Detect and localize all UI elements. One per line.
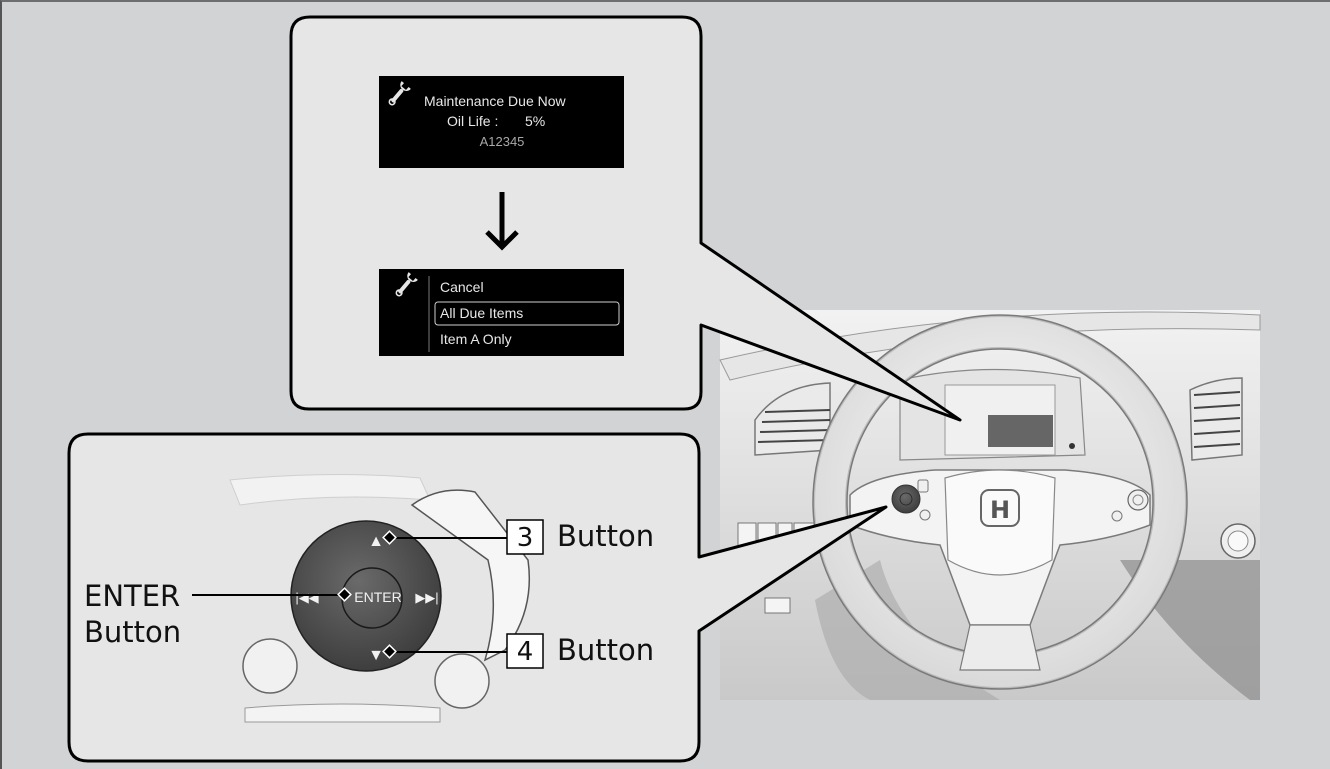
display-maintenance-due: Maintenance Due Now Oil Life : 5% A12345 <box>379 76 624 168</box>
oil-life-label: Oil Life : <box>447 113 498 129</box>
leader-lines <box>192 530 507 659</box>
oil-life-value: 5% <box>525 113 545 129</box>
lcd-screen <box>379 269 624 356</box>
wrench-icon <box>388 81 411 106</box>
down-key-box <box>506 633 544 669</box>
enter-label-line2: Button <box>84 615 181 649</box>
up-arrow-icon[interactable]: ▲ <box>368 533 384 550</box>
emblem-letter: H <box>990 496 1010 524</box>
steering-controls-closeup: ENTER ▲ ▼ |◀◀ ▶▶| <box>229 473 531 723</box>
maintenance-code: A12345 <box>480 134 525 149</box>
down-button-label: Button <box>557 633 654 667</box>
honda-emblem <box>980 489 1020 527</box>
down-arrow-icon[interactable]: ▼ <box>368 647 384 664</box>
display-reset-menu: Cancel All Due Items Item A Only <box>379 269 624 356</box>
left-air-vent <box>754 382 831 456</box>
skip-forward-icon[interactable]: ▶▶| <box>415 590 438 605</box>
callout-labels: ENTER Button 3 Button 4 Button <box>84 519 654 669</box>
down-button-marker <box>382 644 397 659</box>
lower-right-button <box>434 653 490 709</box>
up-key-box <box>506 519 544 555</box>
multi-information-display <box>988 415 1053 447</box>
up-button-marker <box>382 530 397 545</box>
lower-left-button <box>242 638 298 694</box>
engine-start-button <box>1220 523 1256 559</box>
menu-item-item-a-only[interactable]: Item A Only <box>440 331 512 347</box>
airbag-cover <box>944 469 1056 576</box>
menu-item-all-due-items[interactable]: All Due Items <box>440 305 523 321</box>
wrench-icon <box>395 272 418 297</box>
dashboard-illustration: H <box>719 310 1261 700</box>
enter-button-label: ENTER <box>354 589 401 605</box>
menu-item-cancel[interactable]: Cancel <box>440 279 484 295</box>
instrument-cluster <box>899 368 1086 461</box>
right-air-vent <box>1189 377 1243 461</box>
up-button-label: Button <box>557 519 654 553</box>
down-arrow-icon <box>485 192 519 251</box>
side-button <box>410 489 531 662</box>
enter-button-marker <box>337 587 352 602</box>
steering-left-selector-wheel <box>891 484 921 514</box>
lcd-screen <box>379 76 624 168</box>
up-key-number: 3 <box>517 523 534 553</box>
skip-back-icon[interactable]: |◀◀ <box>295 590 318 605</box>
down-key-number: 4 <box>517 637 534 667</box>
menu-selection-highlight <box>434 301 620 326</box>
enter-label-line1: ENTER <box>84 579 180 613</box>
selector-wheel: ENTER ▲ ▼ |◀◀ ▶▶| <box>290 520 442 672</box>
maintenance-due-text: Maintenance Due Now <box>424 93 567 109</box>
steering-wheel: H <box>812 314 1188 690</box>
